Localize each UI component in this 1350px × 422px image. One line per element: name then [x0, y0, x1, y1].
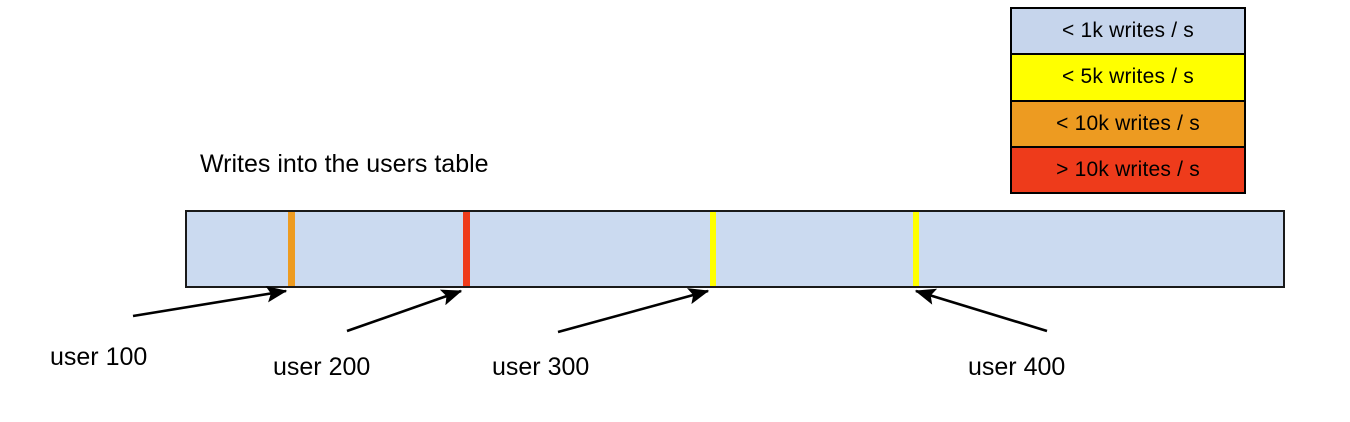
- user-100-label: user 100: [50, 343, 148, 371]
- user-300-stripe: [710, 212, 716, 286]
- legend-item-label: < 10k writes / s: [1056, 111, 1200, 135]
- user-200-stripe: [463, 212, 470, 286]
- user-100-arrow: [132, 285, 288, 318]
- legend-item-lt-10k: < 10k writes / s: [1012, 101, 1244, 148]
- user-400-stripe: [913, 212, 919, 286]
- chart-title: Writes into the users table: [200, 150, 489, 178]
- user-100-stripe: [288, 212, 295, 286]
- legend-item-label: > 10k writes / s: [1056, 157, 1200, 181]
- user-400-label: user 400: [968, 353, 1066, 381]
- user-300-label: user 300: [492, 353, 590, 381]
- legend-item-gt-10k: > 10k writes / s: [1012, 147, 1244, 192]
- users-table-bar: [185, 210, 1285, 288]
- user-300-arrow: [557, 288, 710, 334]
- legend-item-lt-1k: < 1k writes / s: [1012, 9, 1244, 56]
- user-200-label: user 200: [273, 353, 371, 381]
- user-400-arrow: [914, 288, 1048, 333]
- legend-item-label: < 5k writes / s: [1062, 65, 1194, 89]
- legend-item-lt-5k: < 5k writes / s: [1012, 55, 1244, 102]
- legend-item-label: < 1k writes / s: [1062, 19, 1194, 43]
- legend: < 1k writes / s < 5k writes / s < 10k wr…: [1010, 7, 1246, 194]
- user-200-arrow: [346, 289, 463, 333]
